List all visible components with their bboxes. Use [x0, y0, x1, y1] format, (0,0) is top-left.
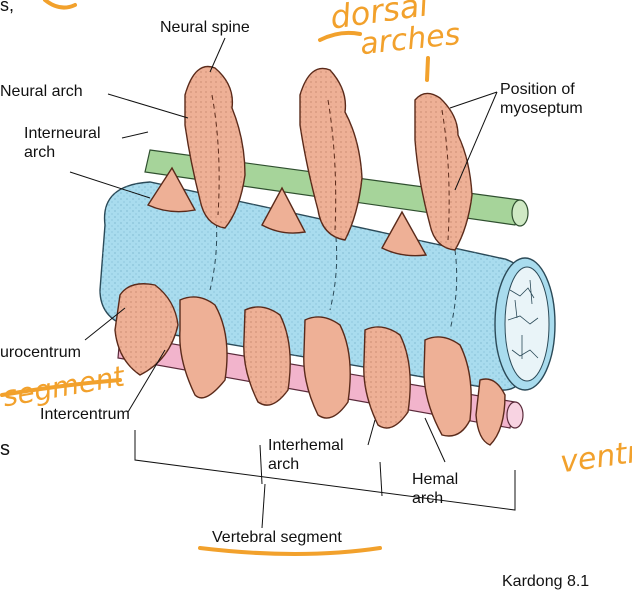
edge-text-mid-left: s [0, 438, 10, 460]
edge-text-top-left: s, [0, 0, 15, 15]
vertebral-segment-bracket [134, 430, 516, 529]
label-neural-spine: Neural spine [160, 19, 250, 36]
interneural-arches [146, 166, 428, 257]
label-hemal-arch: Hemal arch [412, 471, 459, 507]
label-interneural-arch: Interneural arch [24, 125, 101, 161]
label-intercentrum: Intercentrum [40, 406, 130, 423]
label-neural-arch: Neural arch [0, 83, 83, 100]
figure-caption: Kardong 8.1 [502, 573, 590, 590]
label-pleurocentrum: urocentrum [0, 344, 81, 361]
label-vertebral-segment: Vertebral segment [212, 529, 342, 546]
leader-lines [69, 37, 498, 463]
label-interhemal-arch: Interhemal arch [268, 437, 344, 473]
handwritten-marks [0, 0, 430, 556]
label-position-of-myoseptum: Position of myoseptum [500, 81, 583, 117]
